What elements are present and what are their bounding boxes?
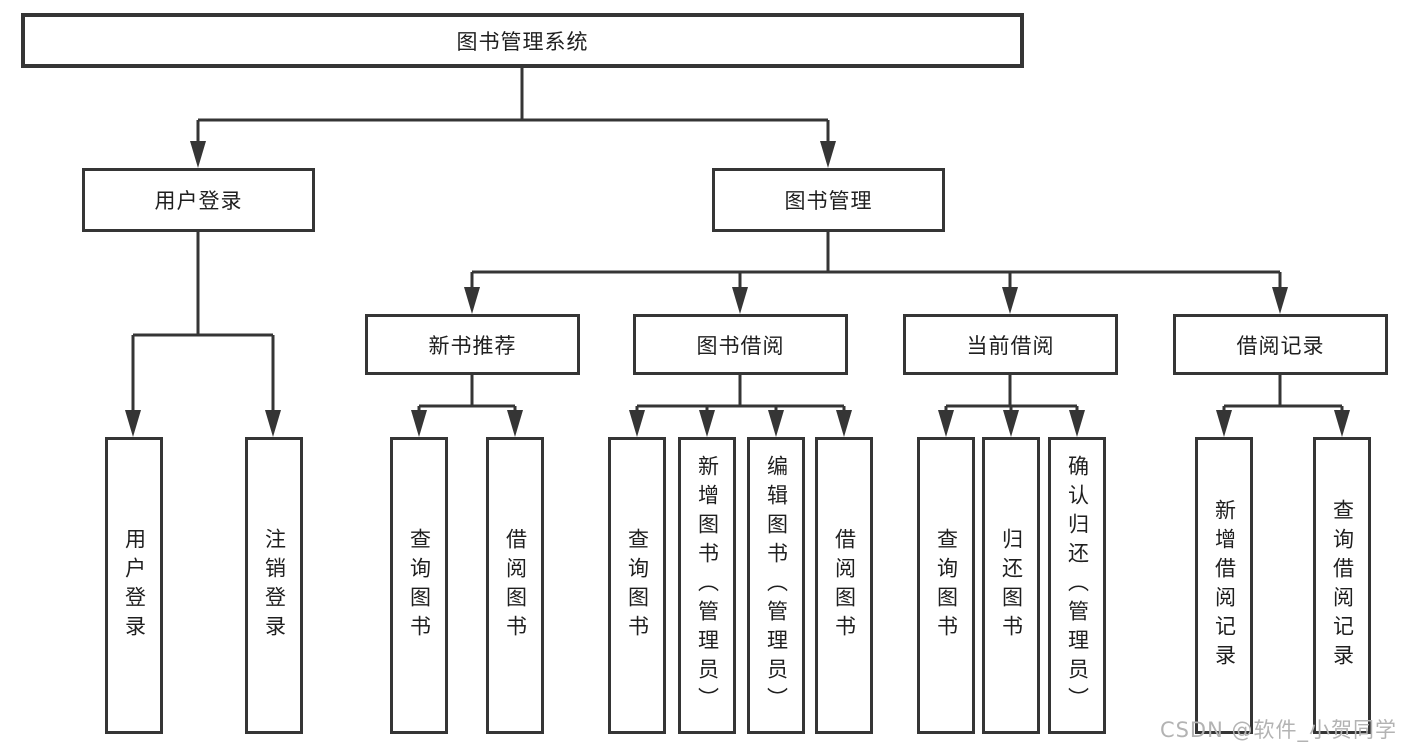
leaf-return-book-label: 归还图书 [999, 527, 1024, 644]
leaf-query-book-3: 查询图书 [917, 437, 975, 734]
node-book-borrow-label: 图书借阅 [696, 333, 785, 358]
leaf-query-borrow-record-label: 查询借阅记录 [1330, 498, 1355, 673]
leaf-user-login: 用户登录 [105, 437, 163, 734]
node-user-login-label: 用户登录 [154, 189, 243, 213]
leaf-borrow-book-2-label: 借阅图书 [832, 527, 857, 644]
leaf-add-borrow-record-label: 新增借阅记录 [1212, 498, 1237, 673]
node-book-management-label: 图书管理 [784, 189, 873, 213]
leaf-query-book-3-label: 查询图书 [934, 527, 959, 644]
node-borrow-records-label: 借阅记录 [1236, 333, 1325, 358]
leaf-logout-label: 注销登录 [262, 527, 287, 644]
node-user-login: 用户登录 [82, 168, 315, 232]
node-current-borrow: 当前借阅 [903, 314, 1118, 375]
leaf-confirm-return-admin-label: 确认归还（管理员） [1065, 455, 1090, 716]
leaf-user-login-label: 用户登录 [122, 527, 147, 644]
leaf-edit-book-admin-label: 编辑图书（管理员） [764, 455, 789, 716]
leaf-query-book-2: 查询图书 [608, 437, 666, 734]
node-book-borrow: 图书借阅 [633, 314, 848, 375]
leaf-borrow-book-1-label: 借阅图书 [503, 527, 528, 644]
leaf-borrow-book-1: 借阅图书 [486, 437, 544, 734]
node-root: 图书管理系统 [21, 13, 1024, 68]
csdn-watermark: CSDN @软件_小贺同学 [1159, 718, 1397, 742]
leaf-query-book-1-label: 查询图书 [407, 527, 432, 644]
leaf-borrow-book-2: 借阅图书 [815, 437, 873, 734]
node-current-borrow-label: 当前借阅 [966, 333, 1055, 358]
node-book-management: 图书管理 [712, 168, 945, 232]
leaf-add-book-admin: 新增图书（管理员） [678, 437, 736, 734]
leaf-confirm-return-admin: 确认归还（管理员） [1048, 437, 1106, 734]
node-borrow-records: 借阅记录 [1173, 314, 1388, 375]
node-root-label: 图书管理系统 [456, 29, 589, 54]
node-new-book-recommend-label: 新书推荐 [428, 333, 517, 358]
leaf-query-book-1: 查询图书 [390, 437, 448, 734]
leaf-query-book-2-label: 查询图书 [625, 527, 650, 644]
leaf-query-borrow-record: 查询借阅记录 [1313, 437, 1371, 734]
leaf-add-borrow-record: 新增借阅记录 [1195, 437, 1253, 734]
leaf-logout: 注销登录 [245, 437, 303, 734]
leaf-edit-book-admin: 编辑图书（管理员） [747, 437, 805, 734]
node-new-book-recommend: 新书推荐 [365, 314, 580, 375]
leaf-add-book-admin-label: 新增图书（管理员） [695, 455, 720, 716]
leaf-return-book: 归还图书 [982, 437, 1040, 734]
